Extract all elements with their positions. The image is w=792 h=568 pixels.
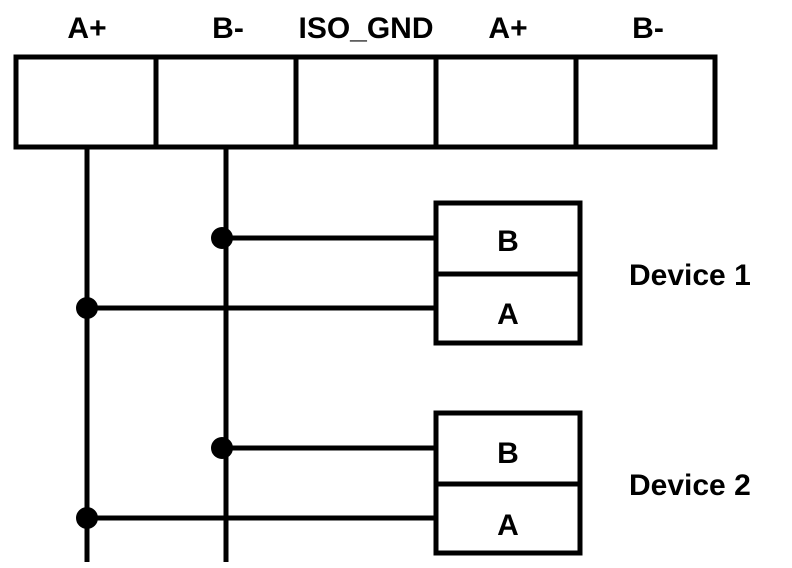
device-2-pin-a-box	[433, 481, 583, 556]
terminal-label-iso-gnd: ISO_GND	[298, 12, 433, 45]
device-1-pin-a-box	[433, 271, 583, 346]
terminal-block	[13, 54, 718, 150]
terminal-cell-a-plus-2	[433, 54, 579, 150]
terminal-label-b-minus-2: B-	[632, 12, 664, 45]
device-1-pin-b-box	[433, 200, 583, 277]
device-1-junction-a	[76, 297, 98, 319]
device-1-name: Device 1	[629, 259, 751, 292]
terminal-label-b-minus-1: B-	[212, 12, 244, 45]
terminal-cell-iso-gnd	[293, 54, 439, 150]
terminal-cell-a-plus-1	[13, 54, 159, 150]
device-1-pin-b-label: B	[497, 225, 519, 258]
device-2-pin-b-box	[433, 410, 583, 487]
terminal-cell-b-minus-1	[153, 54, 299, 150]
terminal-label-a-plus-2: A+	[488, 12, 527, 45]
device-1-junction-b	[211, 227, 233, 249]
device-2: B A Device 2	[76, 410, 751, 556]
device-2-name: Device 2	[629, 469, 751, 502]
device-1: B A Device 1	[76, 200, 751, 346]
device-2-junction-b	[211, 437, 233, 459]
device-2-pin-b-label: B	[497, 437, 519, 470]
terminal-label-a-plus-1: A+	[67, 12, 106, 45]
device-1-pin-a-label: A	[497, 298, 519, 331]
device-2-pin-a-label: A	[497, 509, 519, 542]
terminal-cell-b-minus-2	[573, 54, 718, 150]
device-2-junction-a	[76, 507, 98, 529]
